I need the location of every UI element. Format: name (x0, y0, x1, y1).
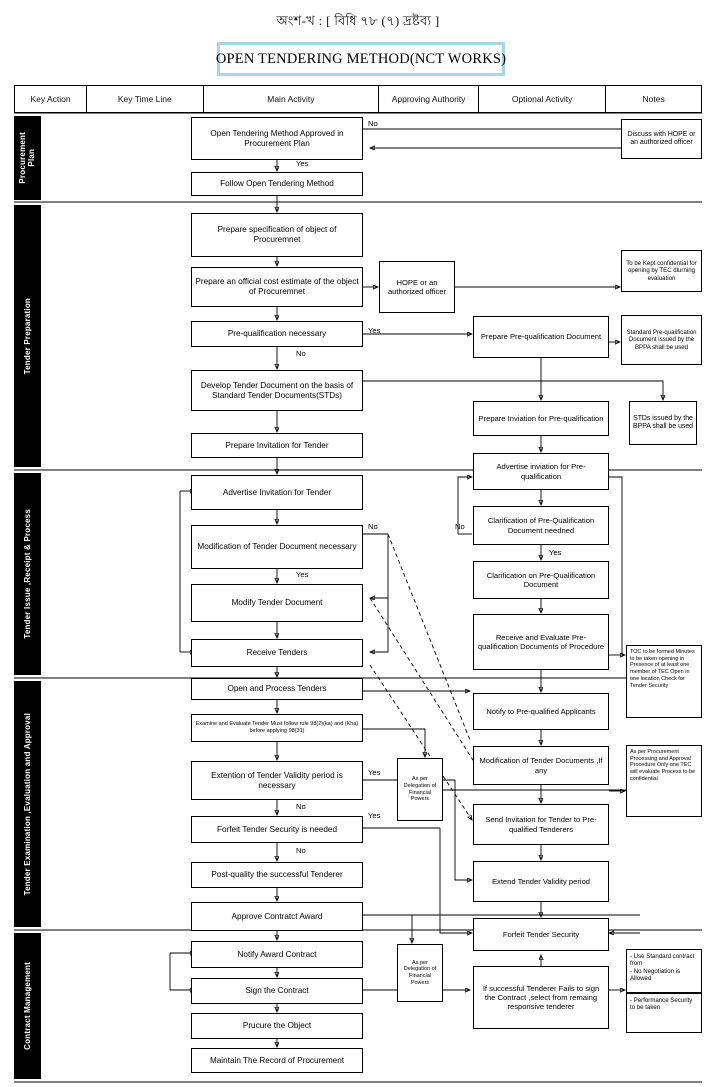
process-examine-evaluate-tender[interactable]: Examine and Evaluate Tender Must follow … (191, 714, 363, 742)
optional-prepare-prequal-document[interactable]: Prepare Pre-qualification Document (473, 316, 609, 358)
optional-receive-evaluate-prequal[interactable]: Receive and Evaluate Pre-qualification D… (473, 614, 609, 670)
process-modify-tender-document[interactable]: Modify Tender Document (191, 584, 363, 622)
optional-advertise-invitation-prequal[interactable]: Advertise inviation for Pre-qualificatio… (473, 453, 609, 490)
section-label-tender-preparation: Tender Preparation (22, 297, 32, 375)
section-bar-procurement-plan: Procurement Plan (14, 116, 41, 200)
column-header-optional-activity: Optional Activity (477, 85, 607, 113)
section-label-tender-issue: Tender Issue ,Receipt & Process (22, 509, 32, 639)
section-bar-contract-management: Contract Management (14, 933, 41, 1079)
column-header-row: Key Action Key Time Line Main Activity A… (14, 85, 702, 113)
edge-label-no-forfeit: No (296, 846, 306, 855)
section-bar-tender-examination: Tender Examination ,Evaluation and Appro… (14, 681, 41, 927)
optional-modification-tender-docs[interactable]: Modification of Tender Documents ,If any (473, 746, 609, 785)
optional-successful-fails-sign[interactable]: If successful Tenderer Fails to sign the… (473, 966, 609, 1029)
process-prepare-cost-estimate[interactable]: Prepare an official cost estimate of the… (191, 267, 363, 307)
process-prepare-invitation-tender[interactable]: Prepare Invitation for Tender (191, 433, 363, 458)
optional-send-invitation-prequalified[interactable]: Send Invitation for Tender to Pre-qualif… (473, 804, 609, 845)
edge-label-yes-extention: Yes (368, 768, 381, 777)
note-stds-issued[interactable]: STDs issued by the BPPA shall be used (629, 401, 697, 445)
column-header-notes: Notes (605, 85, 702, 113)
decision-forfeit-security-needed[interactable]: Forfeit Tender Security is needed (191, 816, 363, 843)
decision-extention-validity[interactable]: Extention of Tender Validity period is n… (191, 761, 363, 800)
process-approve-contract-award[interactable]: Approve Contratct Award (191, 902, 363, 931)
section-bar-tender-issue: Tender Issue ,Receipt & Process (14, 473, 41, 675)
note-toc-formed[interactable]: TOC to be formed Minutes to be taken ope… (626, 645, 702, 718)
process-develop-tender-document[interactable]: Develop Tender Document on the basis of … (191, 370, 363, 411)
edge-label-yes-modification: Yes (296, 570, 309, 579)
edge-label-yes-approved: Yes (296, 159, 309, 168)
section-label-tender-examination: Tender Examination ,Evaluation and Appro… (22, 712, 32, 896)
process-post-qualify[interactable]: Post-quality the successful Tenderer (191, 862, 363, 888)
optional-forfeit-tender-security[interactable]: Forfeit Tender Security (473, 918, 609, 951)
optional-clarification-needed[interactable]: Clarification of Pre-Qualification Docum… (473, 506, 609, 545)
decision-modification-necessary[interactable]: Modification of Tender Document necessar… (191, 525, 363, 569)
note-use-standard-contract[interactable]: - Use Standard contract from - No Negoti… (626, 949, 702, 993)
column-header-key-time-line: Key Time Line (86, 85, 204, 113)
optional-extend-validity-period[interactable]: Extend Tender Validity period (473, 861, 609, 902)
process-sign-contract[interactable]: Sign the Contract (191, 978, 363, 1004)
process-notify-award-contract[interactable]: Notify Award Contract (191, 941, 363, 968)
section-bar-tender-preparation: Tender Preparation (14, 205, 41, 467)
edge-label-yes-forfeit: Yes (368, 811, 381, 820)
optional-clarification-on-document[interactable]: Clarification on Pre-Qualification Docum… (473, 561, 609, 599)
optional-notify-prequalified[interactable]: Notify to Pre-qualified Applicants (473, 693, 609, 730)
note-performance-security[interactable]: - Performance Security to be taken (626, 993, 702, 1033)
bangla-reference-line: অংশ-খ : [ বিধি ৭৮ (৭) দ্রষ্টব্য ] (276, 13, 440, 28)
section-label-procurement-plan: Procurement Plan (18, 132, 37, 184)
optional-prepare-invitation-prequal[interactable]: Prepare Inviation for Pre-qualification (473, 401, 609, 436)
edge-label-yes-clarification: Yes (549, 548, 562, 557)
authority-delegation-financial-powers-2[interactable]: As per Delegation of Financial Powers (397, 944, 443, 1002)
column-header-key-action: Key Action (14, 85, 88, 113)
edge-label-no-approved: No (368, 119, 378, 128)
edge-label-no-prequal: No (296, 349, 306, 358)
note-standard-prequal-doc[interactable]: Standard Pre-qualification Document issu… (621, 315, 702, 365)
note-as-per-procurement-processing[interactable]: As per Procurement Processing and Approv… (626, 745, 702, 817)
column-header-main-activity: Main Activity (202, 85, 380, 113)
process-open-tendering-approved[interactable]: Open Tendering Method Approved in Procur… (191, 117, 363, 160)
edge-label-yes-prequal: Yes (368, 326, 381, 335)
process-advertise-invitation-tender[interactable]: Advertise Invitation for Tender (191, 475, 363, 510)
process-open-process-tenders[interactable]: Open and Process Tenders (191, 678, 363, 700)
section-label-contract-management: Contract Management (22, 962, 32, 1050)
edge-label-no-extention: No (296, 802, 306, 811)
decision-pre-qualification-necessary[interactable]: Pre-qualification necessary (191, 321, 363, 347)
authority-hope-authorized-officer[interactable]: HOPE or an authorized officer (379, 261, 455, 313)
chart-title-box: OPEN TENDERING METHOD(NCT WORKS) (215, 42, 507, 76)
process-follow-open-tendering[interactable]: Follow Open Tendering Method (191, 172, 363, 196)
note-discuss-hope[interactable]: Discuss with HOPE or an authorized offic… (621, 119, 702, 159)
note-kept-confidential[interactable]: To be Kept confidential for opening by T… (621, 250, 702, 292)
edge-label-no-modification: No (368, 522, 378, 531)
process-maintain-record[interactable]: Maintain The Record of Procurement (191, 1048, 363, 1073)
process-procure-object[interactable]: Prucure the Object (191, 1013, 363, 1039)
edge-label-no-clarification: No (455, 522, 465, 531)
process-prepare-specification[interactable]: Prepare specification of object of Procu… (191, 213, 363, 257)
chart-title: OPEN TENDERING METHOD(NCT WORKS) (215, 50, 507, 67)
authority-delegation-financial-powers-1[interactable]: As per Delegation of Financial Powers (397, 758, 443, 821)
process-receive-tenders[interactable]: Receive Tenders (191, 639, 363, 667)
column-header-approving-authority: Approving Authority (378, 85, 479, 113)
